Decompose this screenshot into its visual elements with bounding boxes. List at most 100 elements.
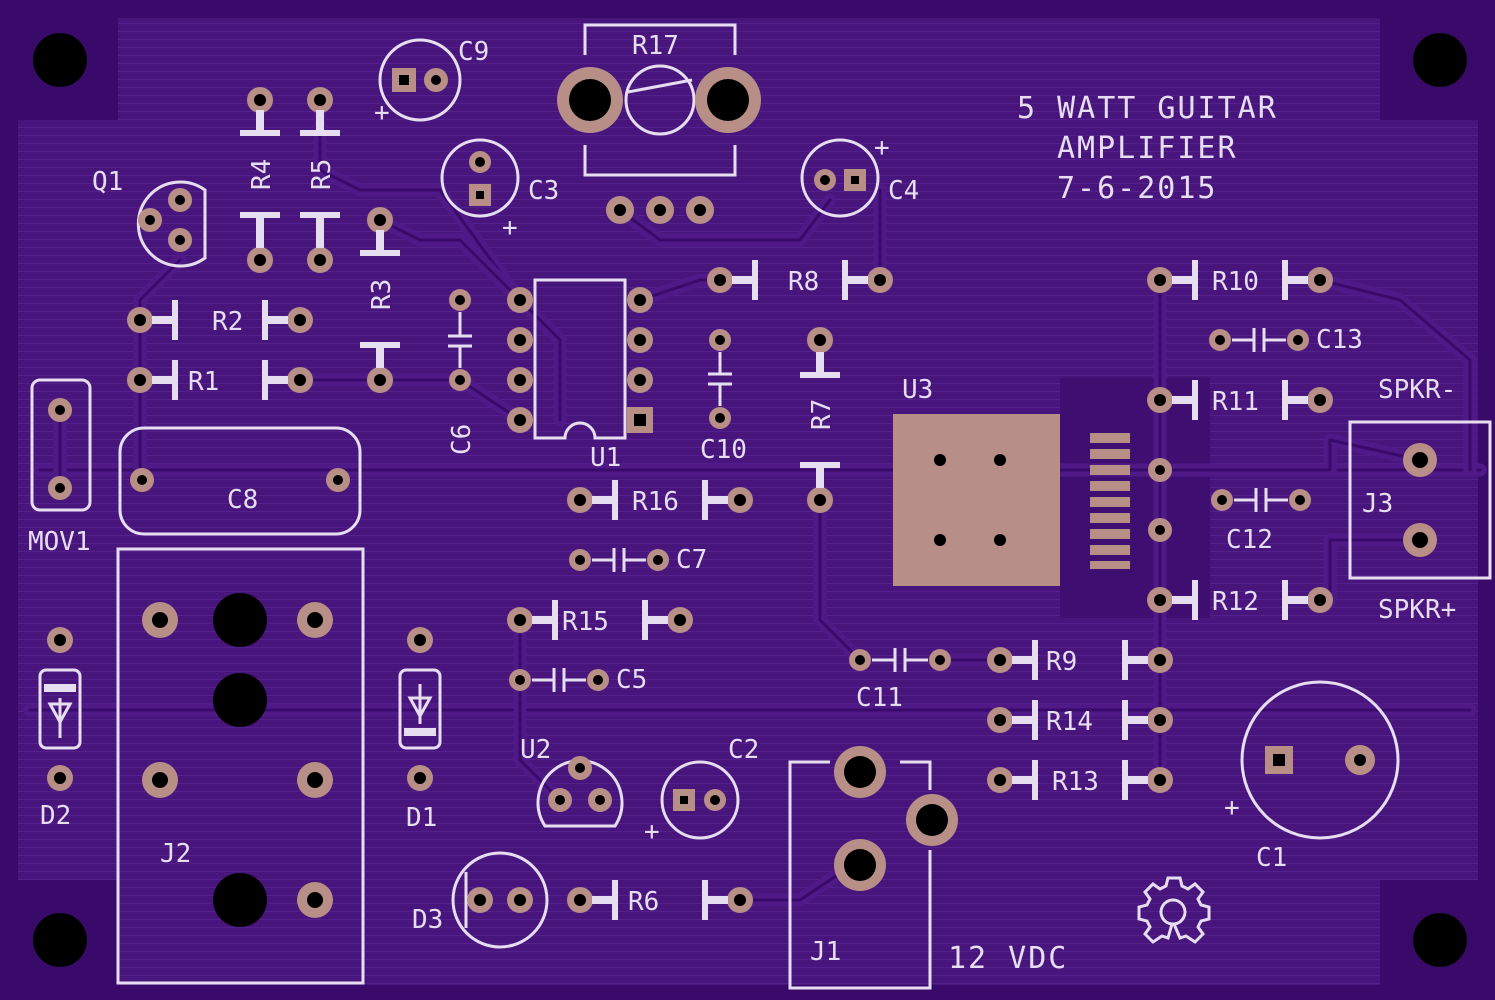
label-r10: R10 xyxy=(1212,267,1259,297)
label-c4: C4 xyxy=(888,176,919,206)
svg-text:+: + xyxy=(644,817,660,847)
label-r4: R4 xyxy=(247,159,277,190)
diode-symbol-icon xyxy=(47,698,73,738)
capacitor-c13: C13 xyxy=(1209,325,1363,355)
led-d3: D3 xyxy=(412,851,549,949)
label-u3: U3 xyxy=(902,375,933,405)
label-c3: C3 xyxy=(528,176,559,206)
resistor-r15: R15 xyxy=(507,600,693,640)
label-c12: C12 xyxy=(1226,525,1273,555)
capacitor-c1: + C1 xyxy=(1224,680,1400,873)
capacitor-c5: C5 xyxy=(509,665,647,695)
label-r17: R17 xyxy=(632,31,679,61)
diode-symbol-icon xyxy=(407,684,433,724)
resistor-r14: R14 xyxy=(987,700,1173,740)
ic-u1: U1 xyxy=(507,278,653,473)
capacitor-c2: + C2 xyxy=(644,735,759,847)
ground-plane-gap xyxy=(1060,378,1210,618)
resistor-r6: R6 xyxy=(567,880,753,920)
label-q1: Q1 xyxy=(92,167,123,197)
board-title: 5 WATT GUITAR AMPLIFIER 7-6-2015 xyxy=(1017,91,1278,206)
label-j3: J3 xyxy=(1362,489,1393,519)
label-r13: R13 xyxy=(1052,767,1099,797)
label-c9: C9 xyxy=(458,37,489,67)
capacitor-c7: C7 xyxy=(569,545,707,575)
potentiometer-wiper-icon xyxy=(627,78,693,94)
ic-pin-row xyxy=(1090,433,1130,569)
svg-text:+: + xyxy=(874,133,890,163)
mounting-hole-icon xyxy=(1413,33,1467,87)
label-r14: R14 xyxy=(1046,707,1093,737)
title-line-1: 5 WATT GUITAR xyxy=(1017,91,1278,126)
label-c1: C1 xyxy=(1256,843,1287,873)
title-line-2: AMPLIFIER xyxy=(1057,131,1238,166)
mounting-hole-icon xyxy=(1413,913,1467,967)
regulator-u2: U2 xyxy=(520,735,624,828)
resistor-r1: R1 xyxy=(127,360,313,400)
power-ic-u3: U3 xyxy=(893,375,1130,586)
open-hardware-gear-icon xyxy=(1137,876,1211,944)
connector-j2: J2 xyxy=(116,547,365,985)
label-r15: R15 xyxy=(562,607,609,637)
mounting-holes xyxy=(33,33,1467,967)
resistor-r8: R8 xyxy=(707,260,893,300)
diode-d1: D1 xyxy=(398,627,442,833)
label-c2: C2 xyxy=(728,735,759,765)
copper-traces xyxy=(23,93,1487,907)
label-spkr-plus: SPKR+ xyxy=(1378,595,1456,625)
label-c8: C8 xyxy=(227,485,258,515)
speaker-connector-j3: J3 SPKR- SPKR+ xyxy=(1348,375,1492,625)
label-r8: R8 xyxy=(788,267,819,297)
resistor-r13: R13 xyxy=(987,760,1173,800)
label-mov1: MOV1 xyxy=(28,527,91,557)
label-j2: J2 xyxy=(160,839,191,869)
capacitor-c8: C8 xyxy=(118,426,362,536)
svg-text:+: + xyxy=(1224,793,1240,823)
resistor-r3: R3 xyxy=(360,207,400,393)
transistor-q1: Q1 xyxy=(92,167,207,268)
mounting-hole-icon xyxy=(33,913,87,967)
label-r2: R2 xyxy=(212,307,243,337)
label-c11: C11 xyxy=(856,683,903,713)
resistor-r5: R5 xyxy=(300,87,340,273)
resistor-r11: R11 xyxy=(1147,380,1333,420)
label-c10: C10 xyxy=(700,435,747,465)
power-input-label: 12 VDC xyxy=(948,941,1068,976)
varistor-mov1: MOV1 xyxy=(28,378,92,557)
label-u2: U2 xyxy=(520,735,551,765)
resistor-r10: R10 xyxy=(1147,260,1333,300)
label-d1: D1 xyxy=(406,803,437,833)
resistor-r12: R12 xyxy=(1147,580,1333,620)
title-line-3: 7-6-2015 xyxy=(1057,171,1218,206)
capacitor-c12: C12 xyxy=(1211,488,1311,555)
label-r16: R16 xyxy=(632,487,679,517)
capacitor-c6: C6 xyxy=(447,289,477,455)
label-d3: D3 xyxy=(412,905,443,935)
label-d2: D2 xyxy=(40,801,71,831)
svg-text:+: + xyxy=(374,98,390,128)
potentiometer-r17: R17 xyxy=(557,23,761,224)
label-r3: R3 xyxy=(367,279,397,310)
capacitor-c4: + C4 xyxy=(800,133,919,218)
mounting-hole-icon xyxy=(33,33,87,87)
resistor-r4: R4 xyxy=(240,87,280,273)
label-spkr-minus: SPKR- xyxy=(1378,375,1456,405)
resistor-r16: R16 xyxy=(567,480,753,520)
resistor-r9: R9 xyxy=(987,640,1173,680)
label-r11: R11 xyxy=(1212,387,1259,417)
capacitor-c3: + C3 xyxy=(440,138,559,243)
capacitor-c11: C11 xyxy=(849,648,951,713)
label-c6: C6 xyxy=(447,424,477,455)
label-c5: C5 xyxy=(616,665,647,695)
resistor-r2: R2 xyxy=(127,300,313,340)
label-r6: R6 xyxy=(628,887,659,917)
label-r12: R12 xyxy=(1212,587,1259,617)
label-r9: R9 xyxy=(1046,647,1077,677)
resistor-r7: R7 xyxy=(800,327,840,513)
svg-text:+: + xyxy=(502,213,518,243)
capacitor-c9: + C9 xyxy=(374,37,489,128)
label-r5: R5 xyxy=(307,159,337,190)
diode-d2: D2 xyxy=(38,627,82,831)
capacitor-c10: C10 xyxy=(700,329,747,465)
